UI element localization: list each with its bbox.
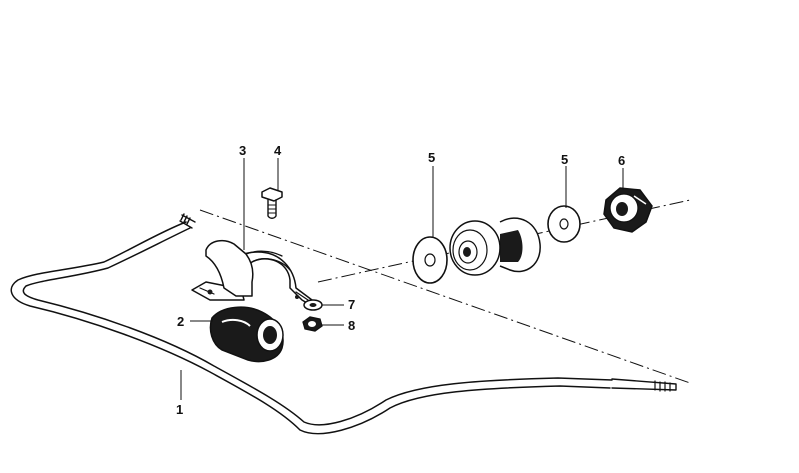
stabilizer-bar [10, 213, 677, 435]
callout-4: 4 [274, 143, 282, 158]
clamp-bracket [191, 239, 313, 307]
bolt [261, 187, 283, 219]
callout-5-left: 5 [428, 150, 435, 165]
leader-lines [180, 158, 624, 400]
callout-3: 3 [239, 143, 246, 158]
rubber-bushing-pair [449, 217, 541, 276]
callout-7: 7 [348, 297, 355, 312]
rubber-mount [209, 306, 284, 363]
callout-labels: 1 2 3 4 5 5 6 7 8 [176, 143, 625, 417]
callout-2: 2 [177, 314, 184, 329]
callout-5-right: 5 [561, 152, 568, 167]
callout-6: 6 [618, 153, 625, 168]
cap-nut [603, 187, 653, 233]
callout-8: 8 [348, 318, 355, 333]
large-washer-left [412, 236, 448, 284]
large-washer-right [547, 205, 581, 243]
callout-1: 1 [176, 402, 183, 417]
small-nut [302, 316, 323, 332]
small-washer [303, 299, 323, 311]
